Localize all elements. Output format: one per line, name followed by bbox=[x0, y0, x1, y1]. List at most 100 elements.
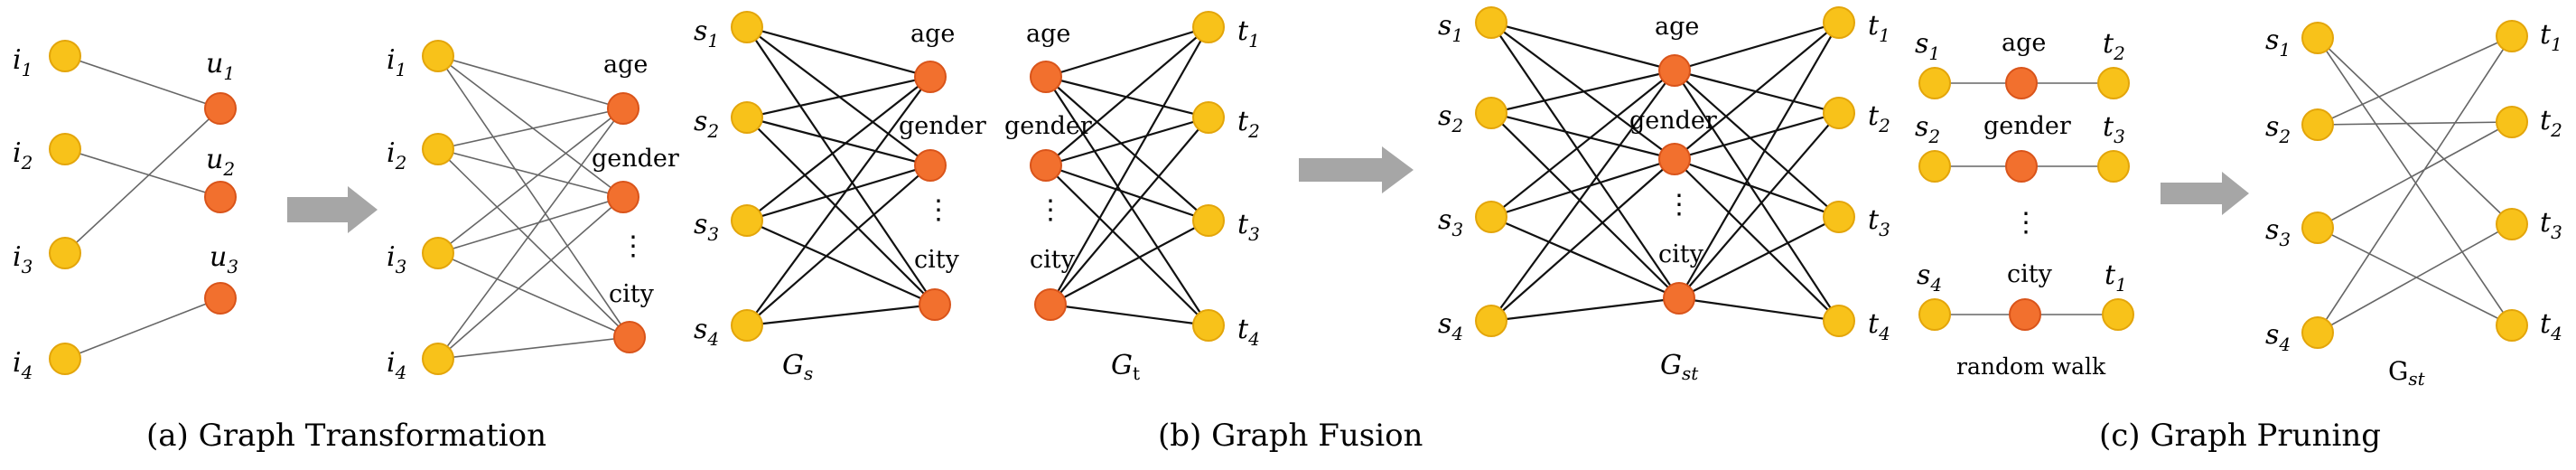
attr-node-age bbox=[1658, 54, 1691, 87]
label-s3: s3 bbox=[1438, 204, 1463, 240]
label-t2: t2 bbox=[1868, 100, 1890, 136]
panel-a-attribute-graph: i1 i2 i3 i4 age gender ⋮ city bbox=[387, 40, 679, 383]
attr-label-gender: gender bbox=[592, 145, 679, 173]
label-s1: s1 bbox=[1438, 10, 1463, 46]
panel-a-original-graph: i1 i2 i3 i4 u1 u2 u3 bbox=[13, 40, 238, 383]
source-node-s4 bbox=[731, 309, 763, 342]
item-node-i2 bbox=[422, 133, 454, 165]
panel-c-pruned-graph: s1 s2 s3 s4 t1 t2 t3 t4 Gst bbox=[2265, 19, 2562, 390]
target-node-t4 bbox=[1192, 309, 1225, 342]
label-t3: t3 bbox=[2103, 111, 2125, 147]
attr-node-age bbox=[1030, 61, 1062, 93]
caption-graph-transformation: (a) Graph Transformation bbox=[146, 418, 546, 454]
graph-label-gst: Gst bbox=[2388, 356, 2426, 390]
label-t1: t1 bbox=[2105, 259, 2127, 296]
target-node-t2 bbox=[2496, 106, 2528, 138]
target-node-t3 bbox=[1823, 201, 1855, 233]
attr-label-gender: gender bbox=[1629, 107, 1717, 135]
attr-label-age: age bbox=[1026, 20, 1070, 48]
attr-node-gender bbox=[914, 149, 947, 182]
label-s3: s3 bbox=[2265, 214, 2291, 250]
label-s4: s4 bbox=[2265, 319, 2291, 355]
arrow-icon bbox=[2161, 172, 2249, 215]
source-node-s2 bbox=[731, 101, 763, 134]
source-node-s2 bbox=[1475, 97, 1507, 129]
walk-node-s2 bbox=[1918, 150, 1951, 183]
edge bbox=[64, 148, 221, 198]
label-i2: i2 bbox=[13, 137, 33, 174]
label-t3: t3 bbox=[1868, 204, 1890, 240]
walk-node-t3 bbox=[2097, 150, 2130, 183]
label-s2: s2 bbox=[2265, 111, 2291, 147]
panel-b-graph-gst: s1 s2 s3 s4 age gender ⋮ city t1 t2 t3 t… bbox=[1438, 6, 1890, 384]
attr-node-age bbox=[914, 61, 947, 93]
item-node-i3 bbox=[422, 237, 454, 269]
ellipsis: ⋮ bbox=[620, 230, 647, 262]
target-node-t2 bbox=[1192, 101, 1225, 134]
source-node-s4 bbox=[1475, 305, 1507, 337]
label-t4: t4 bbox=[1237, 314, 1260, 350]
label-t1: t1 bbox=[2540, 19, 2562, 55]
source-node-s1 bbox=[2301, 22, 2334, 54]
item-node-i1 bbox=[422, 40, 454, 72]
label-t4: t4 bbox=[1868, 308, 1890, 344]
label-t2: t2 bbox=[2540, 105, 2562, 141]
edge bbox=[64, 55, 221, 109]
walk-node-city bbox=[2009, 298, 2041, 331]
edge bbox=[64, 108, 221, 254]
attr-label-gender: gender bbox=[899, 112, 986, 140]
target-node-t1 bbox=[1192, 11, 1225, 43]
label-t4: t4 bbox=[2540, 308, 2562, 344]
item-node-i4 bbox=[422, 343, 454, 375]
item-node-i4 bbox=[49, 343, 81, 375]
user-node-u2 bbox=[204, 181, 237, 213]
graph-label-gst: Gst bbox=[1660, 350, 1699, 384]
label-s4: s4 bbox=[1917, 259, 1942, 296]
edges bbox=[746, 25, 936, 327]
label-i3: i3 bbox=[13, 241, 33, 277]
arrow-icon bbox=[287, 186, 378, 233]
walk-node-age bbox=[2005, 67, 2038, 99]
caption-graph-pruning: (c) Graph Pruning bbox=[2099, 418, 2381, 454]
walk-node-gender bbox=[2005, 150, 2038, 183]
attr-label-age: age bbox=[603, 51, 648, 79]
attr-label-gender: gender bbox=[1004, 112, 1092, 140]
target-node-t3 bbox=[2496, 208, 2528, 240]
panel-b-graph-gs: s1 s2 s3 s4 age gender ⋮ city Gs bbox=[694, 11, 986, 384]
attr-label-age: age bbox=[2002, 29, 2046, 57]
label-i4: i4 bbox=[387, 347, 406, 383]
attr-label-city: city bbox=[2007, 260, 2053, 288]
ellipsis: ⋮ bbox=[925, 194, 952, 226]
edges bbox=[437, 55, 630, 360]
walk-node-t1 bbox=[2102, 298, 2134, 331]
attr-label-age: age bbox=[1655, 13, 1699, 41]
attr-node-gender bbox=[607, 181, 639, 213]
edges bbox=[1045, 25, 1209, 327]
edge bbox=[64, 297, 221, 360]
graph-label-gt: Gt bbox=[1111, 350, 1140, 384]
caption-graph-fusion: (b) Graph Fusion bbox=[1158, 418, 1423, 454]
target-node-t4 bbox=[1823, 305, 1855, 337]
source-node-s3 bbox=[731, 204, 763, 237]
label-u2: u2 bbox=[206, 144, 235, 180]
target-node-t1 bbox=[2496, 20, 2528, 52]
label-s3: s3 bbox=[694, 209, 719, 245]
item-node-i1 bbox=[49, 40, 81, 72]
ellipsis: ⋮ bbox=[2012, 207, 2039, 239]
ellipsis: ⋮ bbox=[1037, 194, 1064, 226]
attr-node-age bbox=[607, 92, 639, 125]
label-u3: u3 bbox=[210, 241, 238, 277]
label-u1: u1 bbox=[206, 48, 235, 84]
walk-node-t2 bbox=[2097, 67, 2130, 99]
attr-node-gender bbox=[1658, 143, 1691, 175]
label-t3: t3 bbox=[1237, 209, 1260, 245]
target-node-t4 bbox=[2496, 309, 2528, 342]
walk-node-s1 bbox=[1918, 67, 1951, 99]
label-t3: t3 bbox=[2540, 207, 2562, 243]
edges bbox=[2317, 35, 2513, 334]
attr-label-city: city bbox=[1658, 240, 1704, 268]
label-t2: t2 bbox=[1237, 106, 1260, 142]
label-s4: s4 bbox=[694, 314, 719, 350]
